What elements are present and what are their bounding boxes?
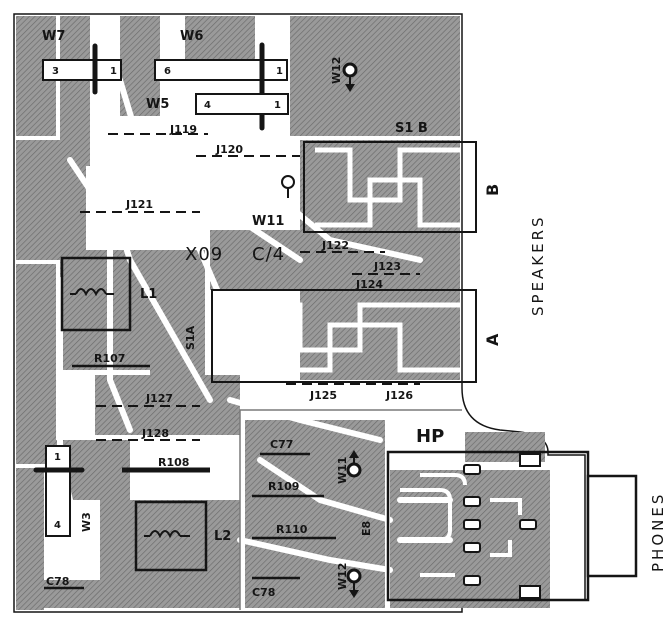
w5-pin-right: 1 <box>274 100 281 111</box>
w7-pin-right: 1 <box>110 66 117 77</box>
testpoint-w12-top: W12 <box>330 57 358 92</box>
label-w11-low: W11 <box>336 457 349 484</box>
trace-gaps <box>57 17 453 573</box>
label-j128: J128 <box>141 427 169 440</box>
label-j122: J122 <box>321 239 349 252</box>
switch-s1b: S1 B <box>303 121 477 233</box>
w3-pin-top: 1 <box>54 452 61 463</box>
inductor-l2: L2 <box>134 500 231 572</box>
w7-pin-left: 3 <box>52 66 59 77</box>
label-j125: J125 <box>309 389 337 402</box>
label-r109: R109 <box>268 480 299 493</box>
label-hp: HP <box>416 426 444 447</box>
label-w12-low: W12 <box>336 563 349 590</box>
label-c77: C77 <box>270 438 293 451</box>
label-j123: J123 <box>373 260 401 273</box>
w6-pin-left: 6 <box>164 66 171 77</box>
label-b: B <box>483 183 502 196</box>
label-w6: W6 <box>180 29 203 44</box>
label-c4: C/4 <box>252 244 285 265</box>
label-a: A <box>483 333 502 346</box>
label-c78-left: C78 <box>46 575 69 588</box>
testpoint-w11-low: W11 <box>336 450 362 484</box>
label-j119: J119 <box>169 123 197 136</box>
label-w7: W7 <box>42 29 65 44</box>
label-x09: X09 <box>185 244 223 265</box>
label-j127: J127 <box>145 392 173 405</box>
phones-jack <box>386 450 638 602</box>
label-l1: L1 <box>140 287 157 302</box>
jumper-w3: 1 4 W3 <box>33 445 93 537</box>
label-e8: E8 <box>360 521 373 536</box>
label-w5: W5 <box>146 97 169 112</box>
jumper-w7: 3 1 W7 <box>42 29 122 95</box>
label-c78-mid: C78 <box>252 586 275 599</box>
testpoint-w12-low: W12 <box>336 563 362 598</box>
label-r107: R107 <box>94 352 125 365</box>
label-w3: W3 <box>80 512 93 532</box>
switch-s1a: S1A <box>184 289 477 383</box>
label-j126: J126 <box>385 389 413 402</box>
inductor-l1: L1 <box>60 256 157 332</box>
label-w12-top: W12 <box>330 57 343 84</box>
label-s1a: S1A <box>184 325 197 350</box>
label-r108: R108 <box>158 456 189 469</box>
label-j120: J120 <box>215 143 243 156</box>
w5-pin-left: 4 <box>204 100 211 111</box>
label-l2: L2 <box>214 529 231 544</box>
w3-pin-bottom: 4 <box>54 520 61 531</box>
testpoint-w11-mid: W11 <box>252 175 295 229</box>
label-j121: J121 <box>125 198 153 211</box>
label-phones: PHONES <box>649 492 665 572</box>
jumper-w5: 4 1 W5 <box>146 93 289 115</box>
label-j124: J124 <box>355 278 383 291</box>
label-speakers: SPEAKERS <box>529 214 547 316</box>
label-s1b: S1 B <box>395 121 428 136</box>
label-r110: R110 <box>276 523 308 536</box>
label-w11-mid: W11 <box>252 214 284 229</box>
w6-pin-right: 1 <box>276 66 283 77</box>
